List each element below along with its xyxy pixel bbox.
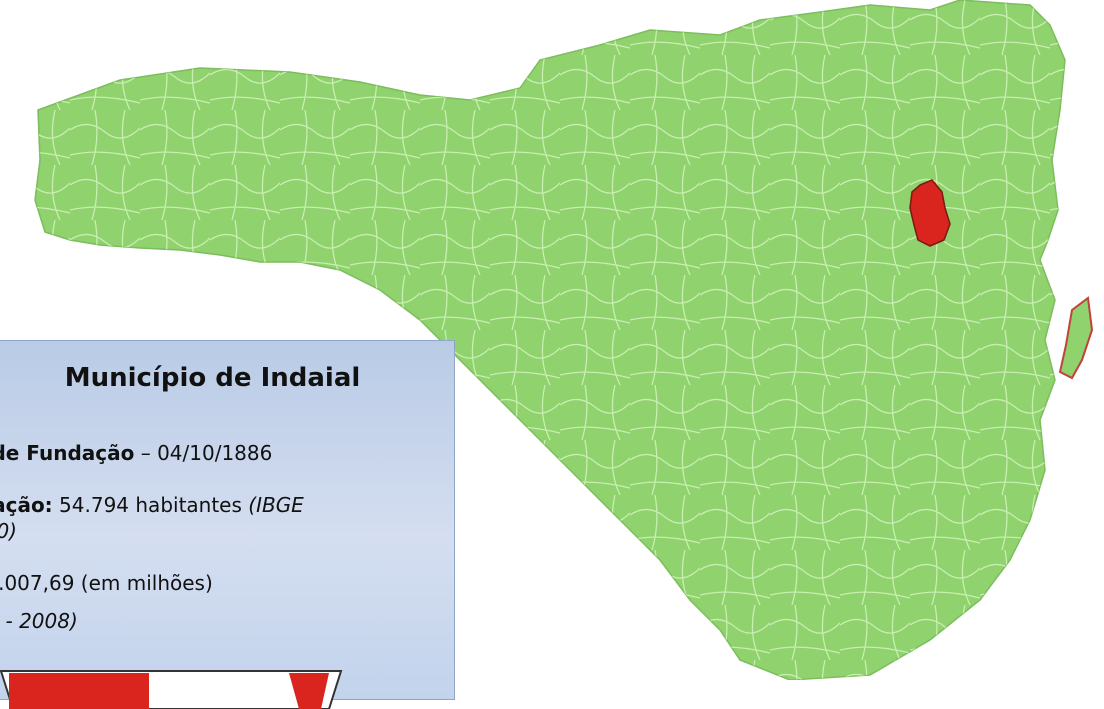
coat-of-arms-icon [0, 670, 343, 709]
state-shape-borders [35, 0, 1065, 680]
population-line: ulação: 54.794 habitantes (IBGE [0, 493, 304, 517]
indaial-highlight [909, 179, 951, 247]
population-label: ulação: [0, 493, 53, 517]
population-source-a: (IBGE [248, 493, 304, 517]
founding-date-line: a de Fundação – 04/10/1886 [0, 441, 272, 465]
founding-label: a de Fundação [0, 441, 135, 465]
panel-title: Município de Indaial [64, 363, 361, 393]
pib-source: GE - 2008) [0, 609, 78, 633]
founding-value: – 04/10/1886 [134, 441, 273, 465]
municipality-info-panel: Município de Indaial a de Fundação – 04/… [0, 340, 455, 709]
island-shape [1058, 296, 1094, 380]
pib-source-line: GE - 2008) [0, 609, 78, 633]
pib-line: : 1.007,69 (em milhões) [0, 571, 213, 595]
pib-value: 1.007,69 (em milhões) [0, 571, 213, 595]
population-value: 54.794 habitantes [52, 493, 249, 517]
santa-catarina-map [34, 0, 1094, 680]
population-source-line: 010) [0, 519, 17, 543]
population-source-b: 010) [0, 519, 17, 543]
